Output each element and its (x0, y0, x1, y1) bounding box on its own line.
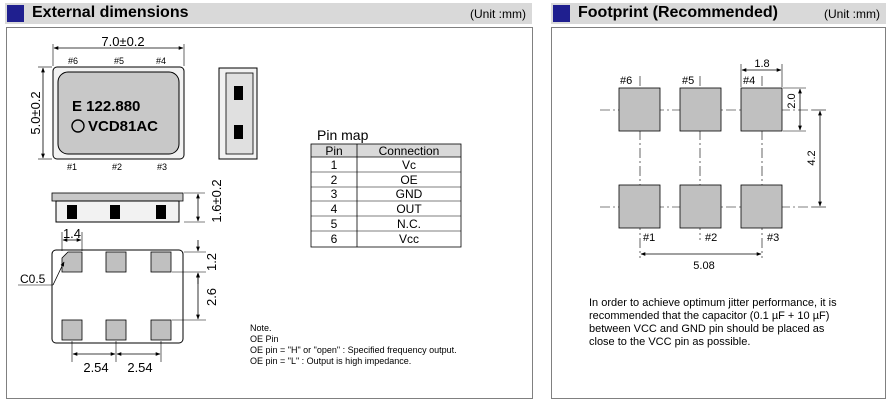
header-bullet-icon (553, 5, 570, 22)
pin-map-cell: 1 (331, 158, 338, 172)
pin-map-title: Pin map (317, 127, 369, 143)
header-bullet-icon (7, 5, 24, 22)
end-view-terminal (234, 125, 243, 139)
footprint-pad-3 (740, 184, 783, 229)
row-pitch-label: 4.2 (806, 150, 818, 165)
package-lid (57, 71, 180, 155)
end-view (218, 67, 258, 160)
footprint-bottom-label: #3 (767, 232, 779, 244)
footprint-top-label: #4 (743, 75, 755, 87)
pin-map-cell: Vc (402, 158, 416, 172)
side-view-terminal (156, 205, 166, 219)
footprint-bottom-label: #2 (705, 232, 717, 244)
width-dim-label: 7.0±0.2 (101, 34, 144, 49)
pin-map-cell: 2 (331, 173, 338, 187)
pad-width-label: 1.4 (63, 226, 81, 241)
pin-map-cell: 4 (331, 202, 338, 216)
pad-span-label: 2.6 (204, 288, 219, 306)
pad-h-label: 2.0 (786, 93, 798, 108)
pin-map-header-bg (311, 144, 461, 157)
pin-map-cell: 6 (331, 232, 338, 246)
marking-frequency: E 122.880 (72, 98, 140, 115)
pin-map-header: Connection (379, 144, 440, 158)
top-view: 7.0±0.2 5.0±0.2 #6 #5 #4 #1 #2 #3 E 122.… (28, 34, 185, 172)
bottom-pad-4 (150, 251, 172, 273)
footprint-bottom-label: #1 (643, 232, 655, 244)
pin1-marker-icon (71, 119, 85, 133)
recommendation-text: In order to achieve optimum jitter perfo… (589, 297, 837, 348)
footprint-pad-2 (679, 184, 722, 229)
pin-map-border (310, 143, 462, 248)
footprint-drawing: #6 #5 #4 #1 #2 #3 1.8 2.0 4.2 5.08 (600, 58, 826, 272)
pad-height-label: 1.2 (204, 253, 219, 271)
pin-map-cell: OE (400, 173, 417, 187)
bottom-pin-label: #1 (67, 162, 77, 172)
marking-part-code: VCD81AC (88, 118, 158, 135)
footprint-pad-5 (679, 87, 722, 132)
right-section-title: Footprint (Recommended) (578, 4, 778, 21)
oe-pin-note: Note. OE Pin OE pin = "H" or "open" : Sp… (250, 323, 520, 367)
bottom-pad-1 (61, 319, 83, 341)
top-pin-label: #5 (114, 56, 124, 66)
pitch-label-1: 2.54 (83, 360, 108, 375)
pin-map-header: Pin (325, 144, 342, 158)
side-view-terminal (67, 205, 77, 219)
end-view-terminal (234, 86, 243, 100)
bottom-pad-3 (150, 319, 172, 341)
footprint-pad-1 (618, 184, 661, 229)
pin-map-cell: 3 (331, 187, 338, 201)
bottom-pad-6 (61, 251, 83, 273)
bottom-pin-label: #3 (157, 162, 167, 172)
chamfer-label: C0.5 (20, 272, 46, 286)
pin-map-cell: OUT (396, 202, 422, 216)
side-view-lid (51, 192, 184, 202)
thickness-dim-label: 1.6±0.2 (209, 179, 224, 222)
left-section-header: External dimensions (Unit :mm) (5, 3, 532, 24)
end-view-inner (225, 72, 254, 155)
bottom-view-outline (51, 249, 184, 344)
top-pin-label: #4 (156, 56, 166, 66)
footprint-pad-6 (618, 87, 661, 132)
note-line: Note. (250, 323, 272, 333)
pad-w-label: 1.8 (754, 58, 769, 70)
pin-map-cell: Vcc (399, 232, 419, 246)
pin-map-cell: N.C. (397, 217, 421, 231)
left-section-unit: (Unit :mm) (470, 7, 526, 21)
top-pin-label: #6 (68, 56, 78, 66)
pin-map-table: Pin map Pin Connection 1 Vc 2 OE 3 GND 4… (310, 127, 462, 248)
note-line: OE pin = "H" or "open" : Specified frequ… (250, 345, 457, 355)
note-line: OE pin = "L" : Output is high impedance. (250, 356, 412, 366)
bottom-pad-2 (105, 319, 127, 341)
bottom-pad-5 (105, 251, 127, 273)
pitch-label-2: 2.54 (127, 360, 152, 375)
col-span-label: 5.08 (693, 260, 714, 272)
bottom-pin-label: #2 (112, 162, 122, 172)
side-view: 1.6±0.2 (51, 179, 224, 223)
note-line: OE Pin (250, 334, 279, 344)
chamfer-leader (52, 261, 65, 286)
footprint-pad-4 (740, 87, 783, 132)
pin-map-cell: GND (396, 187, 423, 201)
footprint-top-label: #6 (620, 75, 632, 87)
side-view-terminal (110, 205, 120, 219)
right-section-header: Footprint (Recommended) (Unit :mm) (551, 3, 886, 24)
footprint-top-label: #5 (682, 75, 694, 87)
left-section-title: External dimensions (32, 4, 189, 21)
pin-map-cell: 5 (331, 217, 338, 231)
right-section-unit: (Unit :mm) (824, 7, 880, 21)
bottom-view: 1.4 C0.5 1.2 2.6 2.54 2.54 (18, 226, 219, 375)
height-dim-label: 5.0±0.2 (28, 91, 43, 134)
